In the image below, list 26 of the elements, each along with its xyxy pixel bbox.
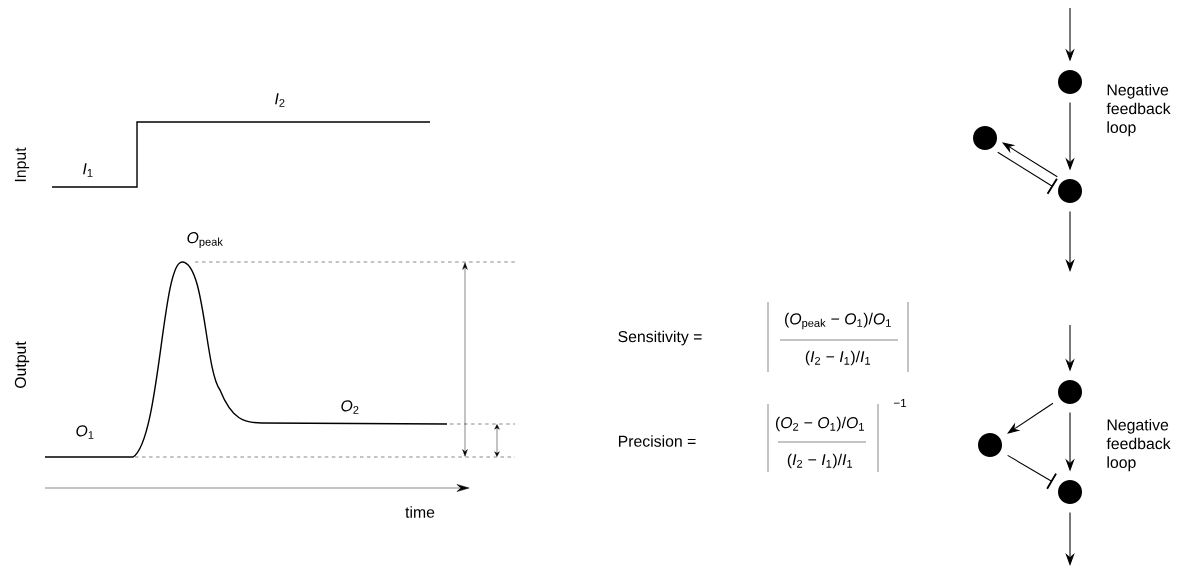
variable-label: O$_{2}$	[341, 400, 359, 414]
annotation-text: Negative feedback loop	[1106, 418, 1171, 472]
node-circle	[973, 126, 997, 150]
variable-label: I$_{2}$	[275, 93, 285, 107]
axis-label: Input	[14, 147, 30, 182]
node-circle	[1058, 70, 1082, 94]
node-circle	[978, 433, 1002, 457]
formula-numerator: (O$_{2}$ − O$_{1}$)/O$_{1}$	[775, 416, 864, 432]
variable-label: I$_{1}$	[83, 163, 93, 177]
variable-label: O$_{1}$	[76, 425, 94, 439]
inhibition-line	[997, 151, 1058, 194]
axis-label: Output	[14, 341, 30, 388]
formula-numerator: (O$_{peak}$ − O$_{1}$)/O$_{1}$	[785, 312, 891, 330]
formula-denominator: (I$_{2}$ − I$_{1}$)/I$_{1}$	[787, 453, 853, 469]
variable-label: O$_{peak}$	[187, 232, 223, 248]
formula-label: Sensitivity =	[618, 330, 702, 346]
axis-label: time	[405, 506, 435, 518]
arrow	[1002, 142, 1058, 178]
exponent-label: −1	[893, 398, 907, 408]
node-circle	[1058, 380, 1082, 404]
formula-label: Precision =	[619, 435, 696, 447]
inhibition-line	[1007, 454, 1057, 490]
formula-denominator: (I$_{2}$ − I$_{1}$)/I$_{1}$	[805, 350, 871, 366]
annotation-text: Negative feedback loop	[1106, 83, 1171, 137]
arrow	[1007, 402, 1054, 434]
node-circle	[1058, 480, 1082, 504]
